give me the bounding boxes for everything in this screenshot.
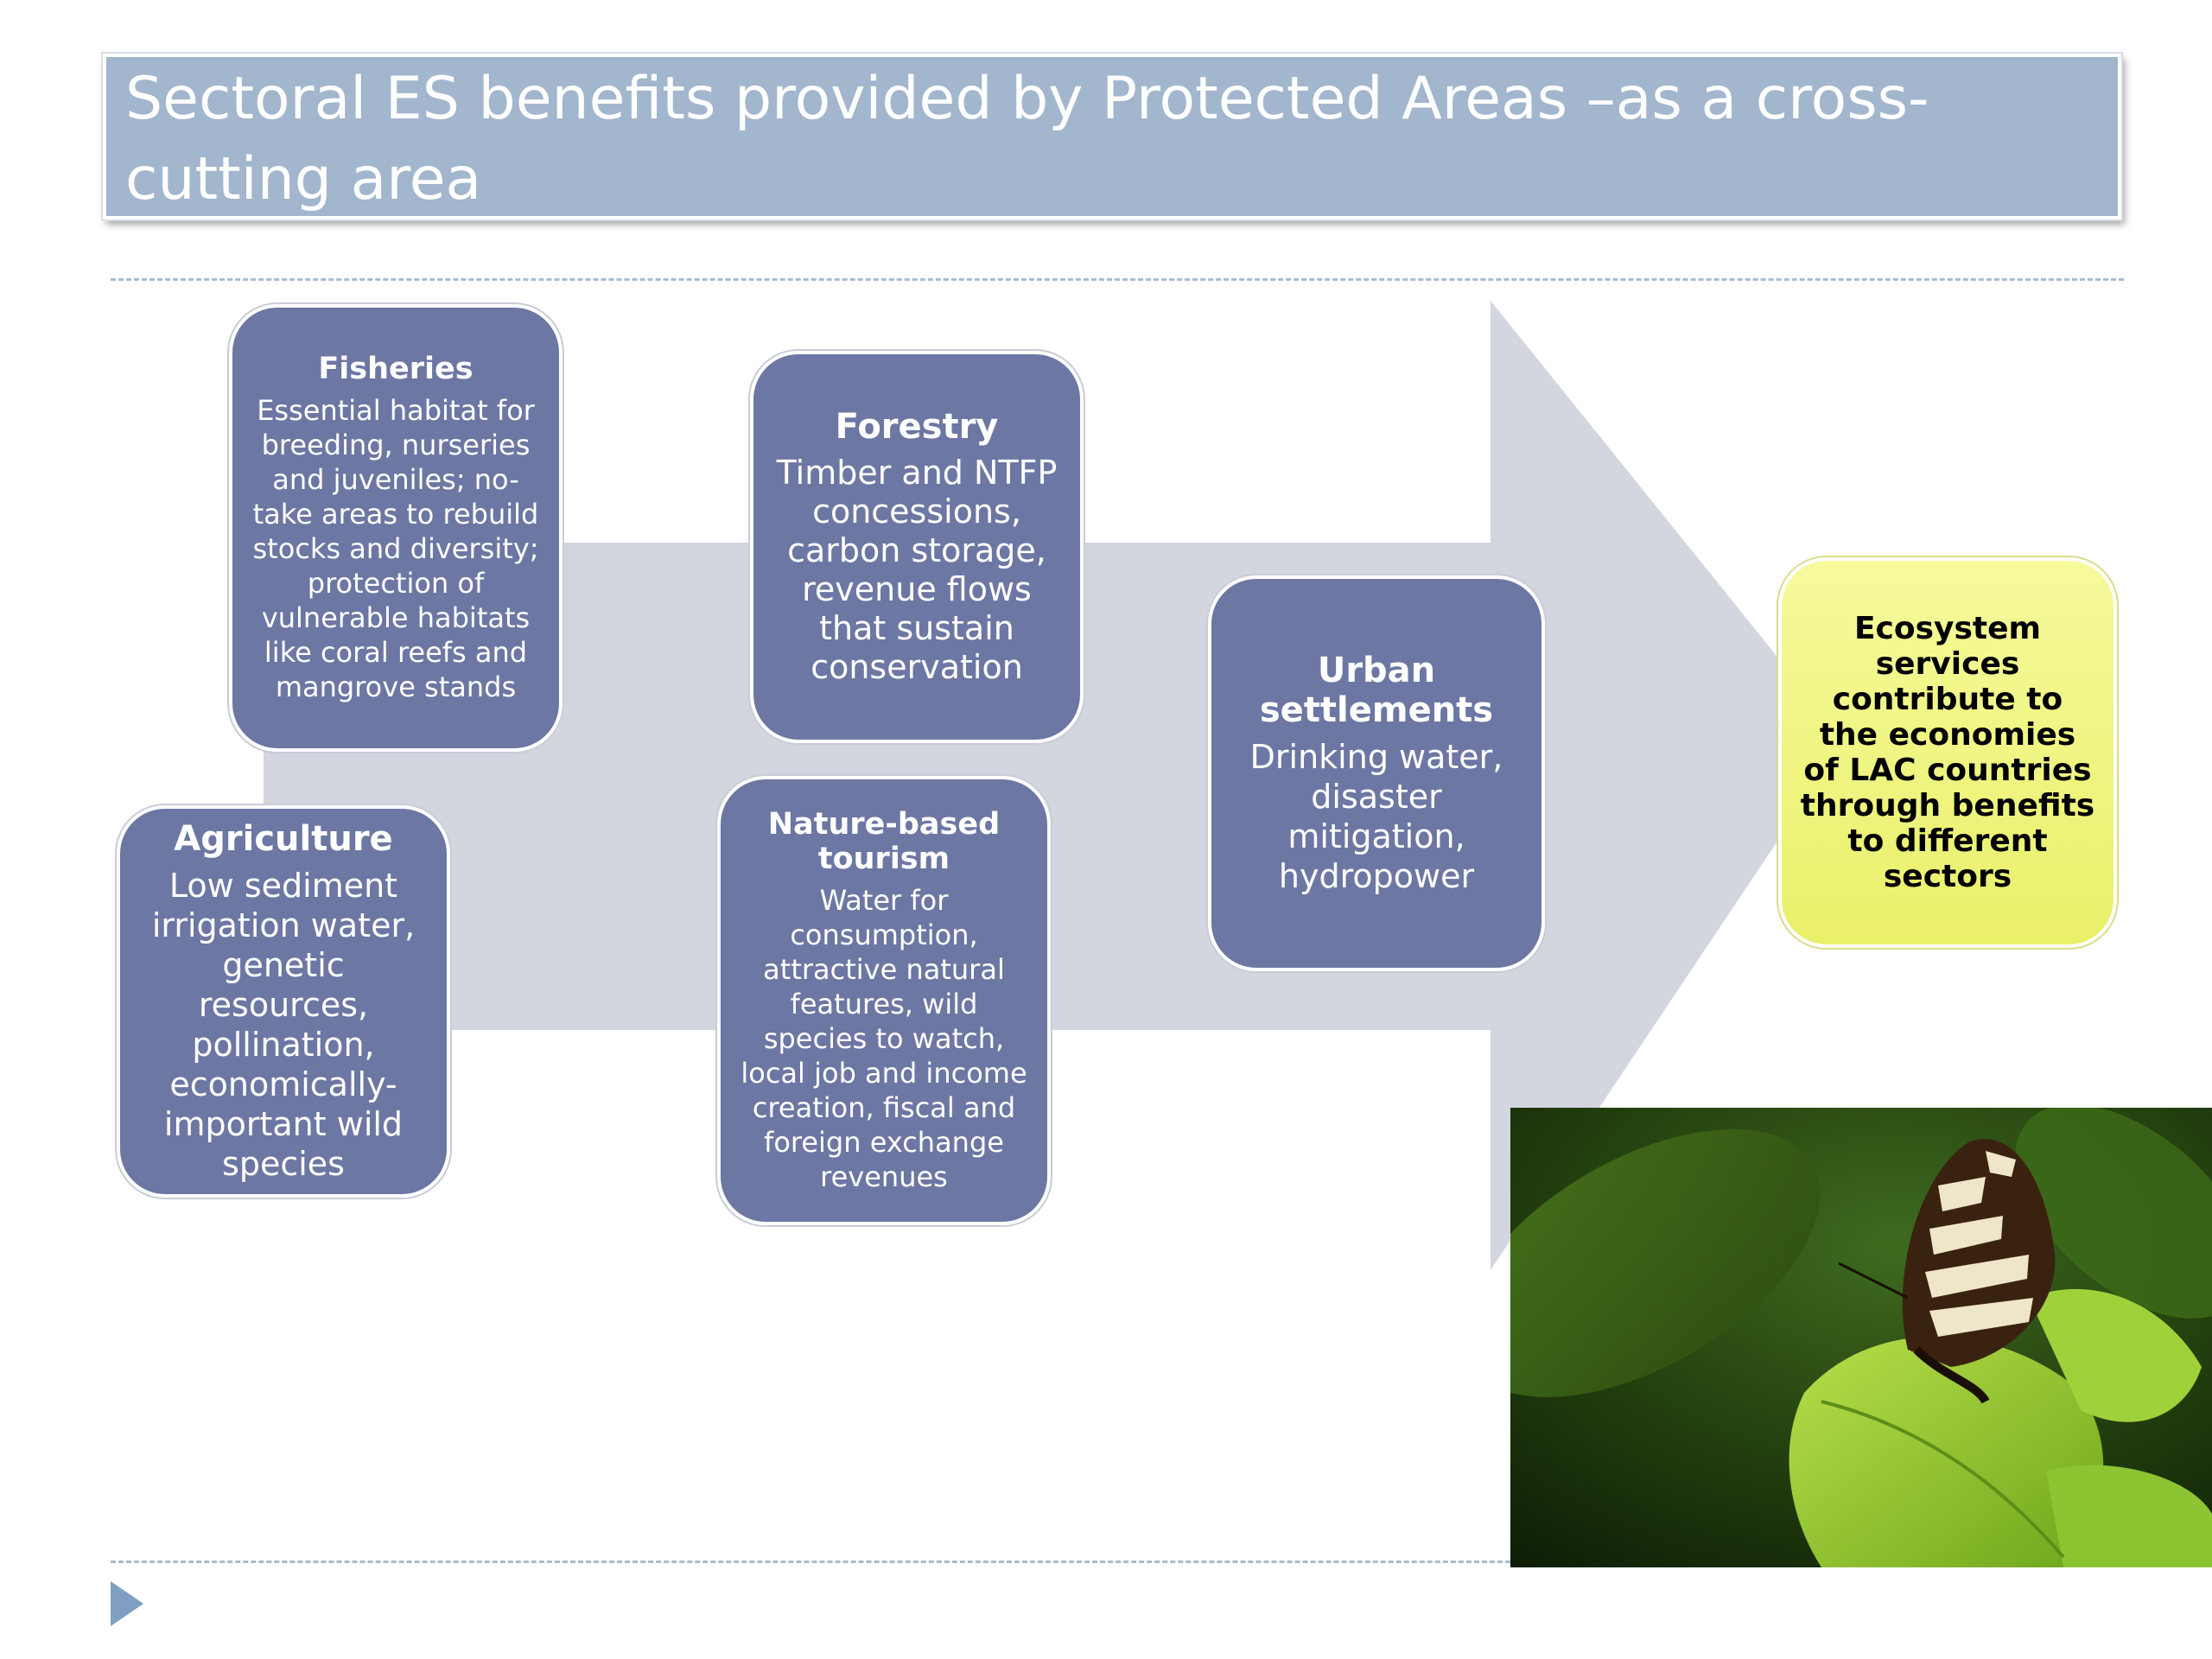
bottom-divider bbox=[111, 1560, 1510, 1563]
fisheries-title: Fisheries bbox=[318, 352, 474, 386]
agriculture-title: Agriculture bbox=[174, 819, 393, 859]
top-divider bbox=[111, 278, 2124, 281]
tourism-box: Nature-based tourism Water for consumpti… bbox=[717, 776, 1051, 1225]
fisheries-box: Fisheries Essential habitat for breeding… bbox=[229, 304, 563, 752]
butterfly-photo bbox=[1510, 1108, 2212, 1567]
forestry-title: Forestry bbox=[835, 406, 999, 447]
tourism-title: Nature-based tourism bbox=[767, 807, 1001, 876]
result-text: Ecosystem services contribute to the eco… bbox=[1800, 611, 2095, 894]
urban-title: Urban settlements bbox=[1259, 651, 1494, 730]
forestry-box: Forestry Timber and NTFP concessions, ca… bbox=[750, 351, 1084, 743]
agriculture-box: Agriculture Low sediment irrigation wate… bbox=[117, 805, 450, 1198]
slide-title: Sectoral ES benefits provided by Protect… bbox=[125, 65, 1929, 213]
triangle-bullet-icon bbox=[111, 1581, 143, 1626]
urban-body: Drinking water, disaster mitigation, hyd… bbox=[1249, 738, 1503, 895]
title-bar: Sectoral ES benefits provided by Protect… bbox=[103, 54, 2121, 219]
tourism-body: Water for consumption, attractive natura… bbox=[741, 884, 1027, 1193]
fisheries-body: Essential habitat for breeding, nurserie… bbox=[252, 394, 539, 703]
urban-box: Urban settlements Drinking water, disast… bbox=[1208, 575, 1545, 971]
agriculture-body: Low sediment irrigation water, genetic r… bbox=[151, 867, 416, 1183]
result-box: Ecosystem services contribute to the eco… bbox=[1778, 557, 2117, 948]
forestry-body: Timber and NTFP concessions, carbon stor… bbox=[776, 453, 1058, 686]
